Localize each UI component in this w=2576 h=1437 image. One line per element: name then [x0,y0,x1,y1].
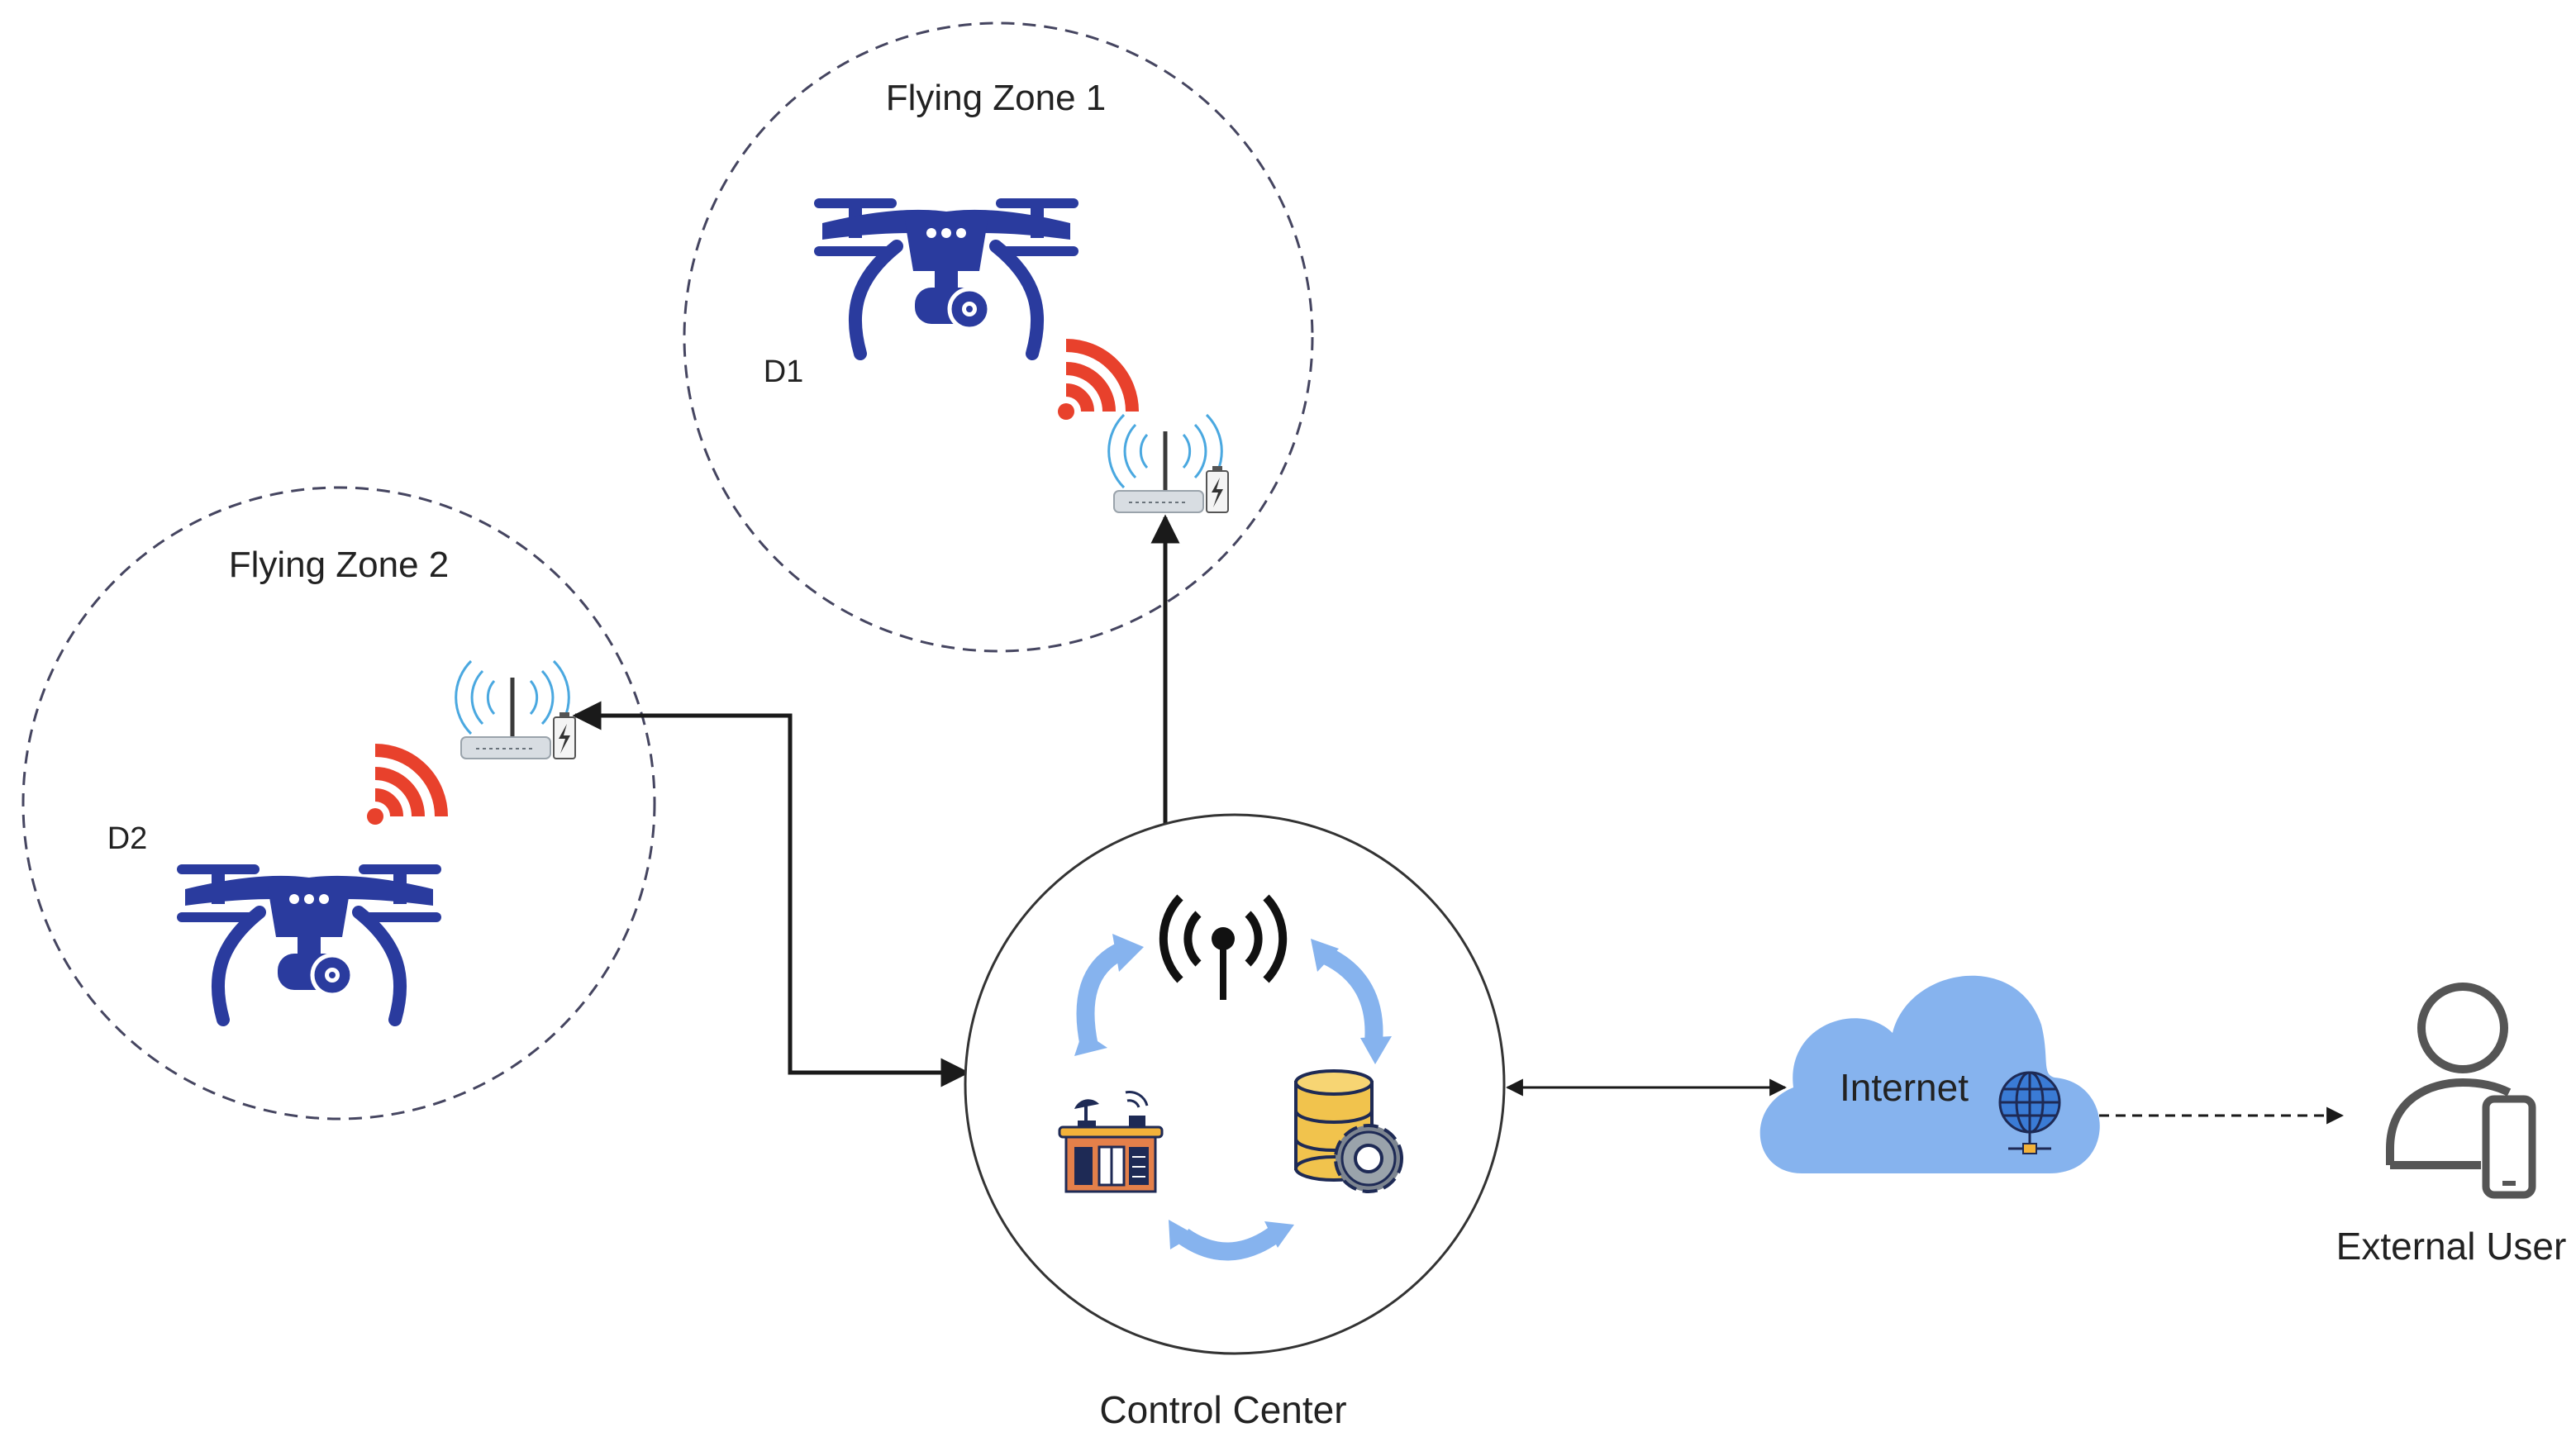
cycle-arrow-bottom [1178,1226,1280,1261]
link-control-to-zone-2 [572,701,970,1087]
flying-zone-1: Flying Zone 1 D1 [683,21,1314,653]
external-user: External User [2336,983,2567,1268]
drone-1-label: D1 [764,354,804,389]
drone-icon [177,864,441,1020]
building-icon [1058,1091,1164,1193]
drone-2-label: D2 [107,821,148,856]
wifi-router-icon [456,661,575,759]
cycle-arrows [1074,934,1392,1261]
signal-waves-icon [367,750,441,825]
globe-icon [1998,1071,2061,1154]
control-center-label: Control Center [1099,1388,1346,1431]
control-center: Control Center [964,813,1506,1431]
control-center-boundary [964,813,1506,1355]
zone-2-title: Flying Zone 2 [229,545,450,585]
zone-1-title: Flying Zone 1 [886,78,1107,118]
wifi-router-icon [1109,415,1228,512]
signal-waves-icon [1058,345,1132,420]
cycle-arrow-right [1321,947,1383,1044]
cycle-arrow-left [1076,944,1124,1049]
external-user-label: External User [2336,1225,2567,1268]
connections [572,514,2345,1125]
user-mobile-icon [2386,983,2536,1199]
antenna-icon [1159,894,1288,1000]
internet-label: Internet [1840,1066,1969,1109]
internet-cloud: Internet [1759,975,2100,1173]
flying-zone-2: Flying Zone 2 D2 [21,486,656,1121]
drone-icon [814,198,1078,354]
database-gear-icon [1294,1069,1403,1193]
zone-1-boundary [683,21,1314,653]
